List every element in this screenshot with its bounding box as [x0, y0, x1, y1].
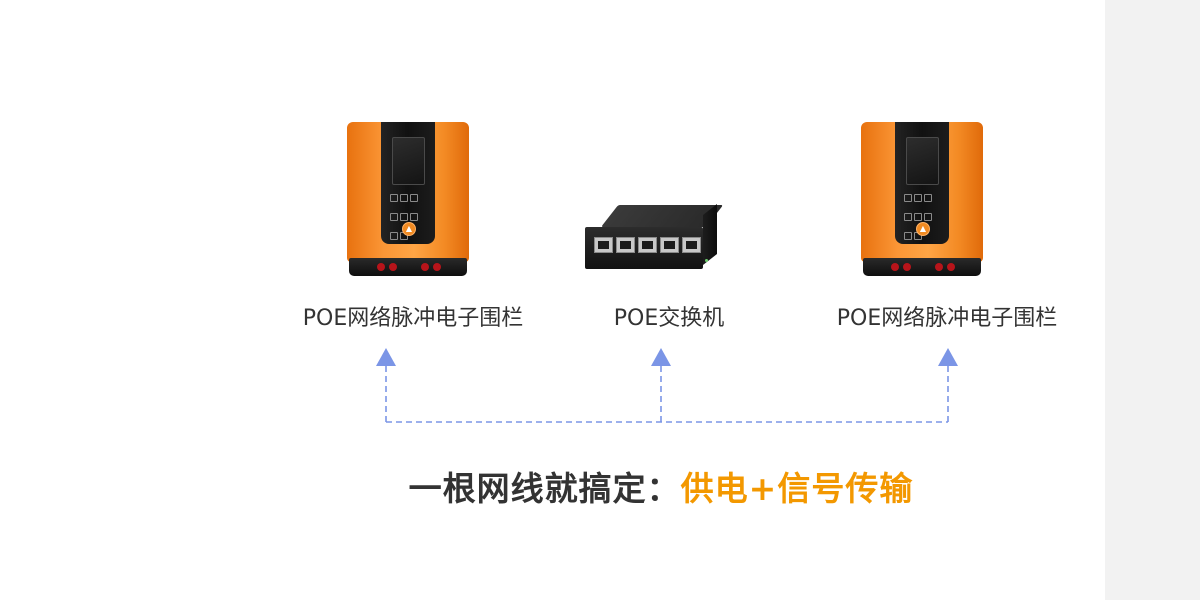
display-screen — [906, 137, 939, 185]
tagline-highlight: 供电+信号传输 — [680, 469, 914, 508]
poe-switch — [585, 204, 724, 275]
arrow-up-icon — [376, 348, 396, 366]
ethernet-port — [682, 237, 701, 253]
tagline: 一根网线就搞定：供电+信号传输 — [409, 462, 914, 510]
label-switch: POE交换机 — [613, 306, 725, 331]
ethernet-port — [594, 237, 613, 253]
tagline-prefix: 一根网线就搞定： — [408, 469, 681, 508]
brand-logo-icon: ▲ — [402, 222, 416, 236]
side-panel — [1105, 0, 1200, 600]
arrow-up-icon — [938, 348, 958, 366]
ethernet-port — [616, 237, 635, 253]
brand-logo-icon: ▲ — [916, 222, 930, 236]
ethernet-port — [660, 237, 679, 253]
label-left-device: POE网络脉冲电子围栏 — [302, 306, 524, 331]
keypad — [903, 188, 941, 245]
power-led — [705, 259, 708, 262]
arrow-up-icon — [651, 348, 671, 366]
display-screen — [392, 137, 425, 185]
ethernet-port — [638, 237, 657, 253]
fence-controller-left: ▲ — [347, 122, 469, 282]
fence-controller-right: ▲ — [861, 122, 983, 282]
label-right-device: POE网络脉冲电子围栏 — [836, 306, 1058, 331]
